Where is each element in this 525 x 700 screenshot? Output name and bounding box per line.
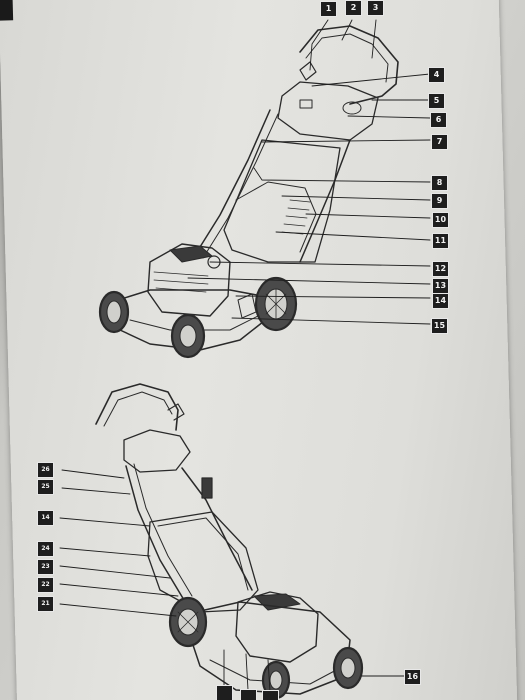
- callout-22: 22: [37, 577, 54, 593]
- top-deck: [117, 289, 269, 351]
- bottom-bag-frame: [157, 517, 249, 591]
- top-control-panel: [277, 81, 379, 141]
- top-wheel-rear-right: [254, 276, 298, 332]
- callout-12: 12: [432, 261, 449, 277]
- callout-15: 15: [431, 318, 448, 334]
- top-engine: [147, 243, 231, 317]
- callout-bottom-c: [262, 690, 279, 700]
- top-bag-grille: [281, 199, 311, 235]
- top-handle-loop: [299, 25, 399, 105]
- bottom-right-bar: [181, 467, 253, 591]
- bottom-left-bar-inner: [133, 463, 193, 597]
- top-wheel-front-right: [170, 313, 206, 359]
- bottom-lever: [167, 403, 185, 421]
- bottom-control-panel: [123, 429, 191, 473]
- callout-10: 10: [432, 212, 449, 228]
- bottom-handle-loop: [95, 383, 179, 431]
- top-grass-bag: [223, 139, 341, 263]
- leader-lines-bottom: [59, 469, 405, 693]
- leader-lines-top: [187, 19, 431, 325]
- callout-bottom-b: [240, 689, 257, 700]
- callout-9: 9: [431, 193, 448, 209]
- callout-26: 26: [37, 462, 54, 478]
- callout-7: 7: [431, 134, 448, 150]
- callout-21: 21: [37, 596, 54, 612]
- top-engine-fins: [153, 271, 209, 293]
- top-right-bar: [299, 139, 351, 263]
- top-panel-knob: [342, 101, 362, 115]
- callout-13: 13: [432, 278, 449, 294]
- top-left-bar: [194, 109, 271, 256]
- top-handle-inner: [305, 33, 389, 83]
- callout-14b: 14: [37, 510, 54, 526]
- mower-top-view: [98, 25, 399, 359]
- callout-8: 8: [431, 175, 448, 191]
- callout-2: 2: [345, 0, 362, 16]
- top-chute: [237, 293, 257, 319]
- callout-11: 11: [432, 233, 449, 249]
- callout-bottom-a: [216, 685, 233, 700]
- callout-4: 4: [428, 67, 445, 83]
- callout-25: 25: [37, 479, 54, 495]
- callout-14: 14: [432, 293, 449, 309]
- bottom-wheel-front-right: [332, 646, 364, 690]
- top-wheel-front-left: [98, 290, 130, 334]
- bottom-handle-knob: [201, 477, 213, 499]
- bottom-grass-bag: [147, 511, 259, 613]
- bottom-left-bar: [125, 465, 185, 601]
- bottom-wheel-rear-left: [168, 596, 208, 648]
- callout-6: 6: [430, 112, 447, 128]
- top-panel-button: [299, 99, 313, 109]
- callout-1: 1: [320, 1, 337, 17]
- top-bag-frame: [235, 181, 317, 253]
- callout-5: 5: [428, 93, 445, 109]
- top-left-bar-inner: [202, 113, 279, 259]
- callout-3: 3: [367, 0, 384, 16]
- callout-24: 24: [37, 541, 54, 557]
- top-lever: [299, 61, 317, 81]
- mower-bottom-view: [95, 383, 364, 700]
- callout-23: 23: [37, 559, 54, 575]
- bottom-deck: [189, 601, 351, 695]
- top-engine-cover: [169, 245, 213, 263]
- bottom-handle-inner: [103, 391, 173, 427]
- callout-16: 16: [404, 669, 421, 685]
